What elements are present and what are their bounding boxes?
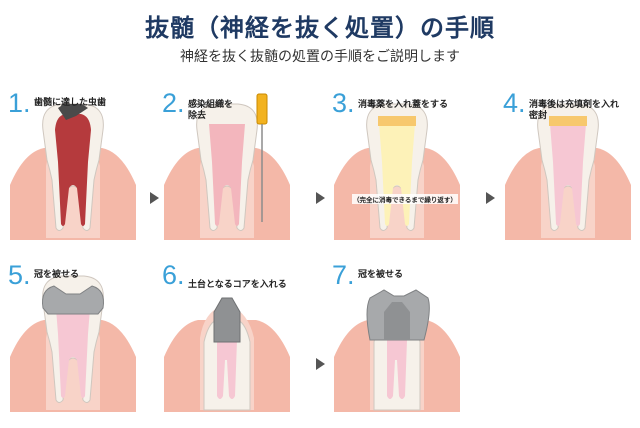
arrow-2-3	[316, 192, 325, 204]
step-2-caption: 感染組織を 除去	[188, 100, 234, 121]
step-7-caption: 冠を被せる	[358, 270, 404, 280]
step-4-caption: 消毒後は充填剤を入れ 密封	[529, 100, 620, 121]
step-3-number: 3.	[332, 88, 355, 118]
step-4-number: 4.	[503, 88, 526, 118]
step-5-number: 5.	[8, 260, 31, 290]
step-2-number: 2.	[162, 88, 185, 118]
step-3-caption: 消毒薬を入れ蓋をする	[358, 100, 449, 110]
step-6-panel: 6. 土台となるコアを入れる	[162, 260, 290, 412]
arrow-3-4	[486, 192, 495, 204]
step-2-panel: 2. 感染組織を 除去	[162, 88, 290, 240]
tooth-core-crown-illustration	[334, 289, 460, 412]
tooth-sealed-illustration	[505, 103, 631, 240]
arrow-1-2	[150, 192, 159, 204]
step-3-note: （完全に消毒できるまで繰り返す）	[352, 194, 458, 204]
step-4-panel: 4. 消毒後は充填剤を入れ 密封	[503, 88, 631, 240]
step-1-caption: 歯髄に達した虫歯	[34, 98, 107, 108]
step-3-panel: 3. 消毒薬を入れ蓋をする （完全に消毒できるまで繰り返す）	[332, 88, 460, 240]
step-7-panel: 7. 冠を被せる	[332, 260, 460, 412]
step-5-panel: 5. 冠を被せる	[8, 260, 136, 412]
page-title: 抜髄（神経を抜く処置）の手順	[145, 14, 495, 42]
step-1-panel: 1. 歯髄に達した虫歯	[8, 88, 136, 240]
tooth-crown-illustration	[10, 275, 136, 412]
tooth-core-illustration	[164, 297, 290, 412]
step-5-caption: 冠を被せる	[34, 270, 80, 280]
arrow-6-7	[316, 358, 325, 370]
page-subtitle: 神経を抜く抜髄の処置の手順をご説明します	[180, 49, 460, 65]
tooth-cleaning-illustration	[164, 93, 290, 240]
tooth-decayed-illustration	[10, 103, 136, 240]
step-7-number: 7.	[332, 260, 355, 290]
step-1-number: 1.	[8, 88, 31, 118]
step-6-number: 6.	[162, 260, 185, 290]
step-6-caption: 土台となるコアを入れる	[188, 280, 287, 290]
